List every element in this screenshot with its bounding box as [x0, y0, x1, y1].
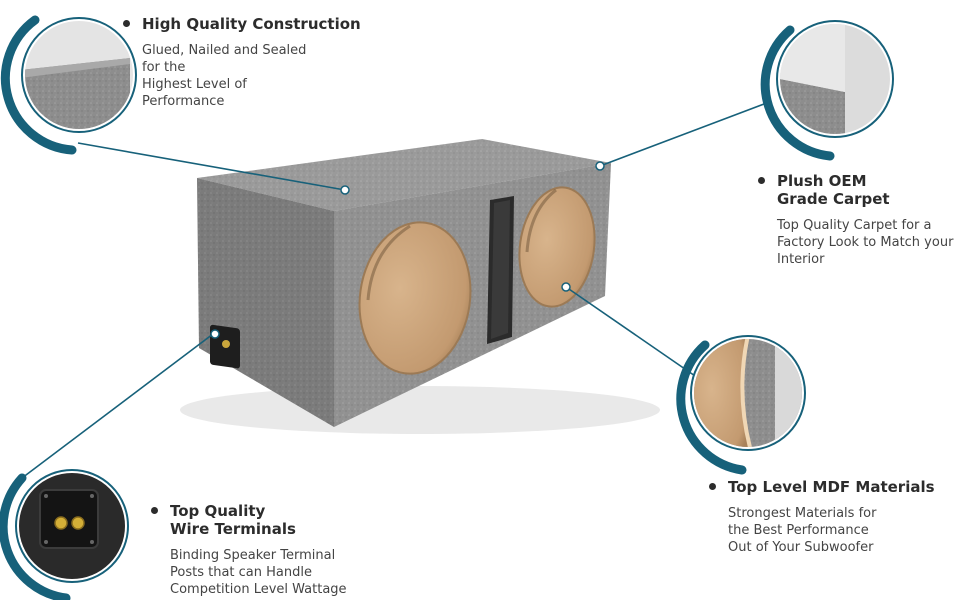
feature-title: Top Quality Wire Terminals	[150, 502, 370, 538]
feature-terminals: Top Quality Wire Terminals Binding Speak…	[150, 502, 370, 598]
feature-construction: High Quality Construction Glued, Nailed …	[122, 15, 382, 110]
speaker-hole-right	[518, 186, 596, 308]
callout-terminals	[0, 469, 129, 603]
feature-mdf: Top Level MDF Materials Strongest Materi…	[708, 478, 948, 556]
terminal-post-left	[54, 516, 68, 530]
connector-dots	[210, 161, 605, 339]
feature-description: Glued, Nailed and Sealed for the Highest…	[142, 43, 307, 109]
callout-mdf	[676, 335, 806, 475]
connector-lines	[21, 103, 765, 479]
feature-carpet: Plush OEM Grade Carpet Top Quality Carpe…	[757, 172, 969, 268]
feature-description: Strongest Materials for the Best Perform…	[728, 506, 877, 555]
callout-construction	[0, 15, 137, 155]
box-top-face	[197, 139, 611, 211]
feature-title: High Quality Construction	[122, 15, 382, 33]
terminal-post-right	[71, 516, 85, 530]
feature-title: Top Level MDF Materials	[708, 478, 948, 496]
speaker-hole-left	[358, 221, 472, 375]
subwoofer-box	[197, 139, 611, 427]
feature-description: Binding Speaker Terminal Posts that can …	[170, 548, 347, 597]
feature-title: Plush OEM Grade Carpet	[757, 172, 969, 208]
box-shadow	[180, 386, 660, 434]
feature-description: Top Quality Carpet for a Factory Look to…	[777, 218, 954, 267]
callout-carpet	[760, 20, 894, 161]
